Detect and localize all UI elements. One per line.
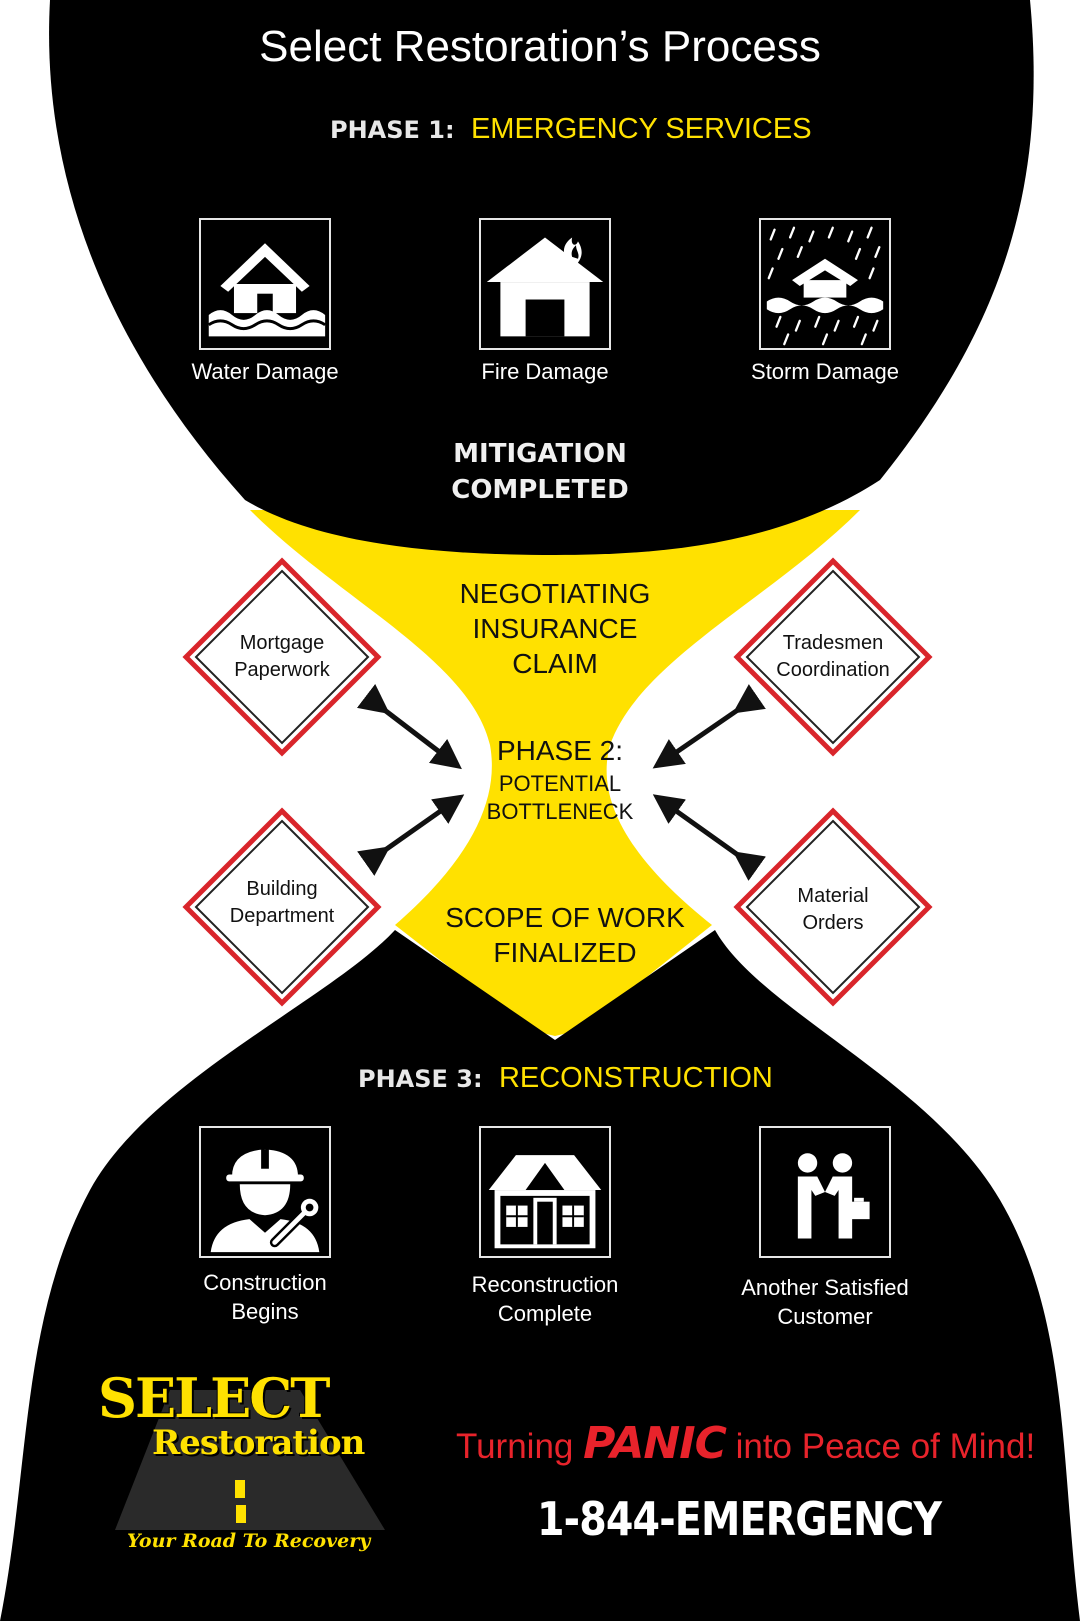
scope-line2: FINALIZED — [493, 937, 637, 968]
phase2-heading: PHASE 2: — [455, 733, 665, 768]
bottleneck-line2: BOTTLENECK — [486, 799, 634, 824]
potential-bottleneck: POTENTIAL BOTTLENECK — [455, 770, 665, 826]
mitigation-line2: COMPLETED — [451, 475, 629, 505]
reconstruction-line1: Reconstruction — [471, 1272, 619, 1297]
building-line2: Department — [229, 905, 335, 927]
negotiating-claim: NEGOTIATING INSURANCE CLAIM — [405, 576, 705, 681]
customer-line1: Another Satisfied — [741, 1275, 909, 1300]
phase1-name: EMERGENCY SERVICES — [470, 113, 812, 145]
phase2-label: PHASE 2: — [496, 735, 624, 766]
diamond-building — [182, 807, 382, 1007]
negotiating-line3: CLAIM — [512, 648, 598, 679]
flooded-house-icon — [199, 218, 331, 350]
scope-of-work: SCOPE OF WORK FINALIZED — [415, 900, 715, 970]
building-line1: Building — [246, 878, 318, 900]
building-department: Building Department — [207, 876, 357, 930]
storm-house-icon — [759, 218, 891, 350]
construction-line1: Construction — [203, 1270, 327, 1295]
tradesmen-line2: Coordination — [776, 659, 890, 681]
mortgage-line1: Mortgage — [239, 632, 325, 654]
logo-select: SELECT — [98, 1366, 330, 1430]
diamond-material — [733, 807, 933, 1007]
mortgage-line2: Paperwork — [234, 659, 330, 681]
tagline-panic: PANIC — [583, 1418, 727, 1469]
satisfied-customer-label: Another Satisfied Customer — [715, 1273, 935, 1331]
arrow-material — [652, 794, 766, 881]
diamond-tradesmen — [733, 557, 933, 757]
construction-begins-label: Construction Begins — [155, 1268, 375, 1326]
phase3-label: PHASE 3: — [358, 1065, 483, 1093]
storm-damage-label: Storm Damage — [751, 359, 899, 384]
fire-damage-label: Fire Damage — [481, 359, 609, 384]
house-fire-icon — [479, 218, 611, 350]
mitigation-completed: MITIGATION COMPLETED — [390, 436, 690, 508]
construction-worker-icon — [199, 1126, 331, 1258]
phone-number[interactable]: 1-844-EMERGENCY — [537, 1492, 942, 1546]
phase1-label: PHASE 1: — [330, 116, 455, 144]
tagline-after: into Peace of Mind! — [735, 1427, 1036, 1466]
arrow-building — [357, 794, 465, 876]
water-damage-label: Water Damage — [191, 359, 339, 384]
arrow-mortgage — [356, 683, 462, 770]
bottleneck-line1: POTENTIAL — [498, 771, 622, 796]
page-title: Select Restoration’s Process — [259, 22, 821, 71]
tagline: Turning PANIC into Peace of Mind! — [456, 1418, 1035, 1469]
phase3-heading: PHASE 3: RECONSTRUCTION — [358, 1062, 773, 1095]
completed-house-icon — [479, 1126, 611, 1258]
phase1-heading: PHASE 1: EMERGENCY SERVICES — [330, 113, 812, 146]
negotiating-line2: INSURANCE — [472, 613, 638, 644]
handshake-icon — [759, 1126, 891, 1258]
mortgage-paperwork: Mortgage Paperwork — [207, 630, 357, 684]
material-line1: Material — [797, 885, 869, 907]
phase3-name: RECONSTRUCTION — [498, 1062, 773, 1094]
negotiating-line1: NEGOTIATING — [459, 578, 651, 609]
material-line2: Orders — [802, 912, 864, 934]
logo-restoration: Restoration — [152, 1423, 365, 1463]
reconstruction-complete-label: Reconstruction Complete — [435, 1270, 655, 1328]
material-orders: Material Orders — [758, 883, 908, 937]
arrow-tradesmen — [652, 684, 766, 769]
tagline-before: Turning — [456, 1427, 574, 1466]
road-logo-icon — [115, 1390, 385, 1530]
mitigation-line1: MITIGATION — [453, 439, 627, 469]
scope-line1: SCOPE OF WORK — [445, 902, 685, 933]
diamond-mortgage — [182, 557, 382, 757]
tradesmen-line1: Tradesmen — [782, 632, 884, 654]
logo-tagline: Your Road To Recovery — [127, 1530, 371, 1552]
yellow-funnel — [250, 510, 860, 1036]
customer-line2: Customer — [777, 1304, 873, 1329]
tradesmen-coordination: Tradesmen Coordination — [758, 630, 908, 684]
reconstruction-line2: Complete — [497, 1301, 593, 1326]
construction-line2: Begins — [231, 1299, 299, 1324]
